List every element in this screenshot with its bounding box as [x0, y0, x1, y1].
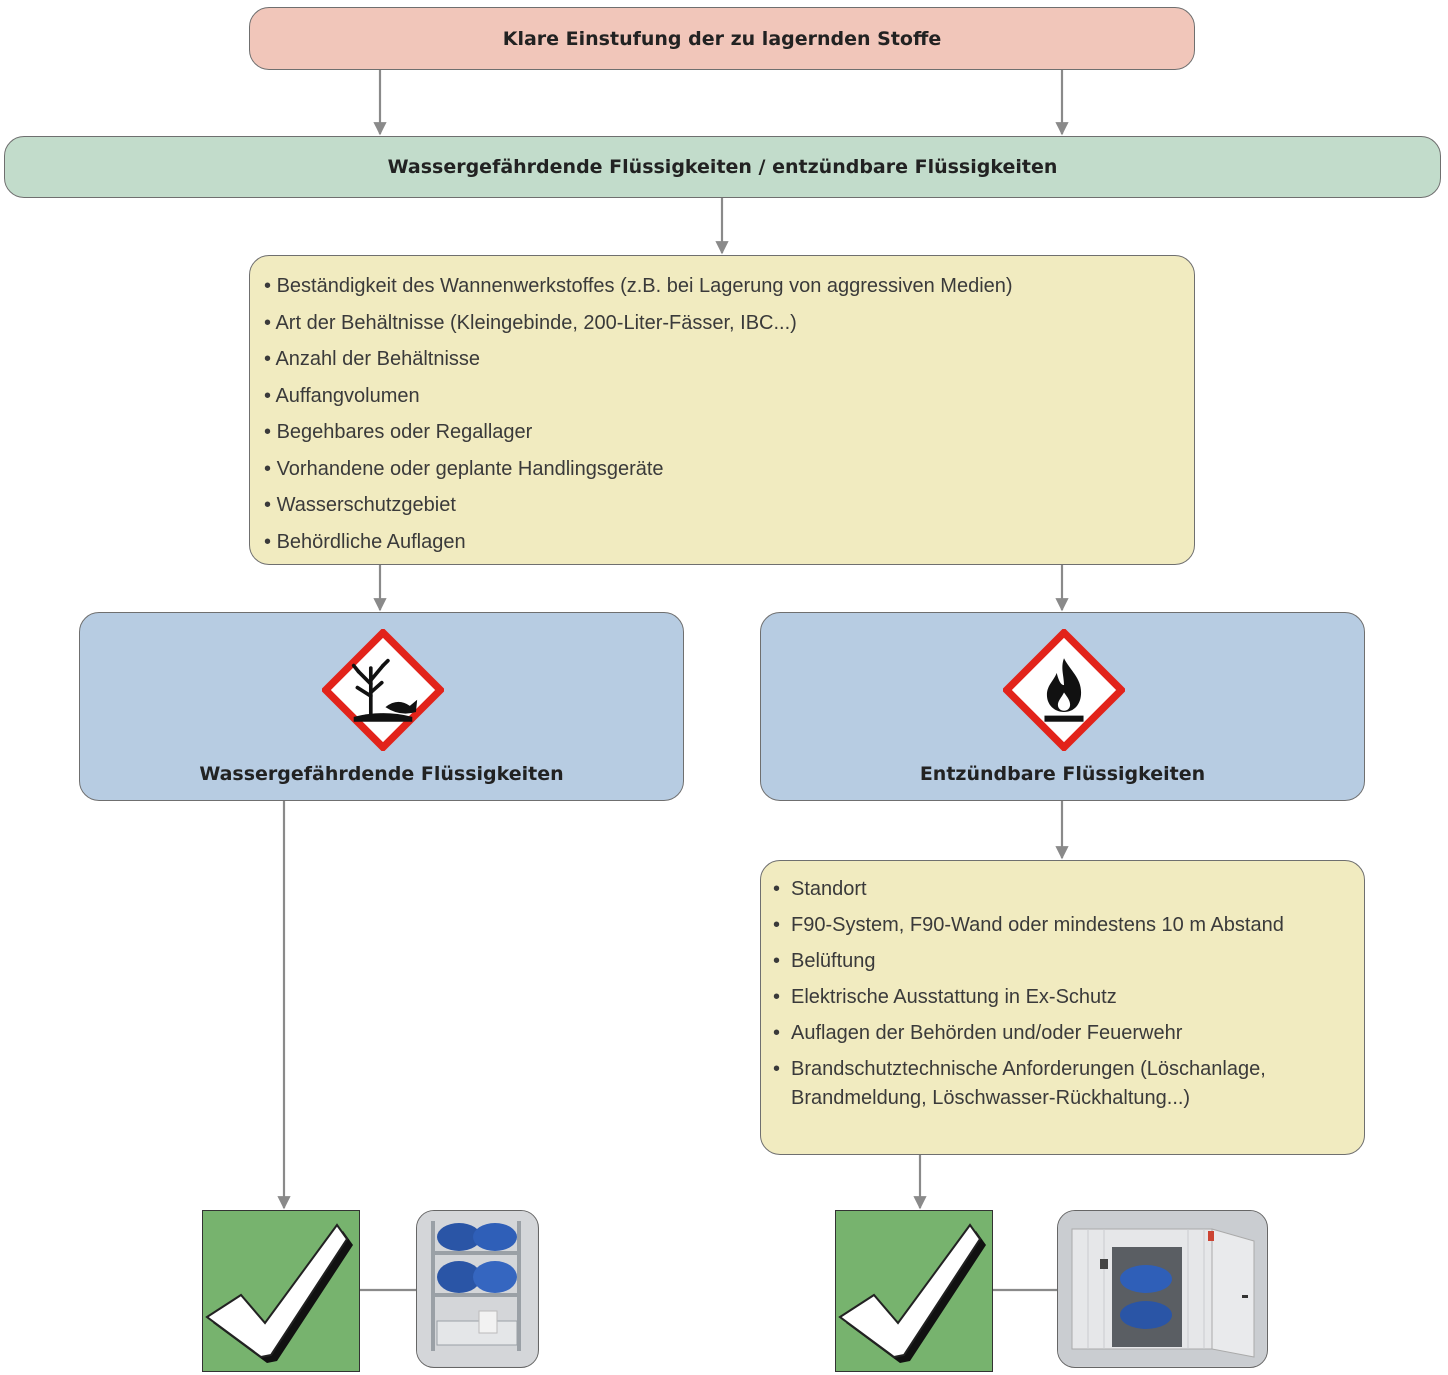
criteria-item: Anzahl der Behältnisse — [264, 341, 1180, 378]
environment-hazard-icon — [322, 629, 444, 751]
water-hazard-title: Wassergefährdende Flüssigkeiten — [199, 763, 564, 785]
criteria-item: Behördliche Auflagen — [264, 524, 1180, 561]
classification-title: Klare Einstufung der zu lagernden Stoffe — [502, 27, 942, 50]
criteria-box: Beständigkeit des Wannenwerkstoffes (z.B… — [249, 255, 1195, 565]
water-hazard-box: Wassergefährdende Flüssigkeiten — [79, 612, 684, 801]
criteria-item: Auffangvolumen — [264, 378, 1180, 415]
requirement-item: Belüftung — [773, 947, 1344, 976]
classification-box: Klare Einstufung der zu lagernden Stoffe — [249, 7, 1195, 70]
fire-requirements-box: Standort F90-System, F90-Wand oder minde… — [760, 860, 1365, 1155]
requirements-list: Standort F90-System, F90-Wand oder minde… — [773, 875, 1344, 1113]
liquid-types-box: Wassergefährdende Flüssigkeiten / entzün… — [4, 136, 1441, 198]
criteria-list: Beständigkeit des Wannenwerkstoffes (z.B… — [264, 268, 1180, 560]
criteria-item: Wasserschutzgebiet — [264, 487, 1180, 524]
criteria-item: Begehbares oder Regallager — [264, 414, 1180, 451]
requirement-item: Standort — [773, 875, 1344, 904]
drum-shelf-image — [416, 1210, 539, 1368]
flame-hazard-icon — [1003, 629, 1125, 751]
requirement-item: Elektrische Ausstattung in Ex-Schutz — [773, 983, 1344, 1012]
criteria-item: Beständigkeit des Wannenwerkstoffes (z.B… — [264, 268, 1180, 305]
requirement-item: Brandschutztechnische Anforderungen (Lös… — [773, 1055, 1344, 1113]
checkmark-icon — [202, 1210, 360, 1372]
checkmark-icon — [835, 1210, 993, 1372]
criteria-item: Art der Behältnisse (Kleingebinde, 200-L… — [264, 305, 1180, 342]
requirement-item: Auflagen der Behörden und/oder Feuerwehr — [773, 1019, 1344, 1048]
liquid-types-title: Wassergefährdende Flüssigkeiten / entzün… — [387, 156, 1058, 178]
criteria-item: Vorhandene oder geplante Handlingsgeräte — [264, 451, 1180, 488]
flammable-box: Entzündbare Flüssigkeiten — [760, 612, 1365, 801]
storage-container-image — [1057, 1210, 1268, 1368]
flammable-title: Entzündbare Flüssigkeiten — [919, 763, 1206, 785]
requirement-item: F90-System, F90-Wand oder mindestens 10 … — [773, 911, 1344, 940]
